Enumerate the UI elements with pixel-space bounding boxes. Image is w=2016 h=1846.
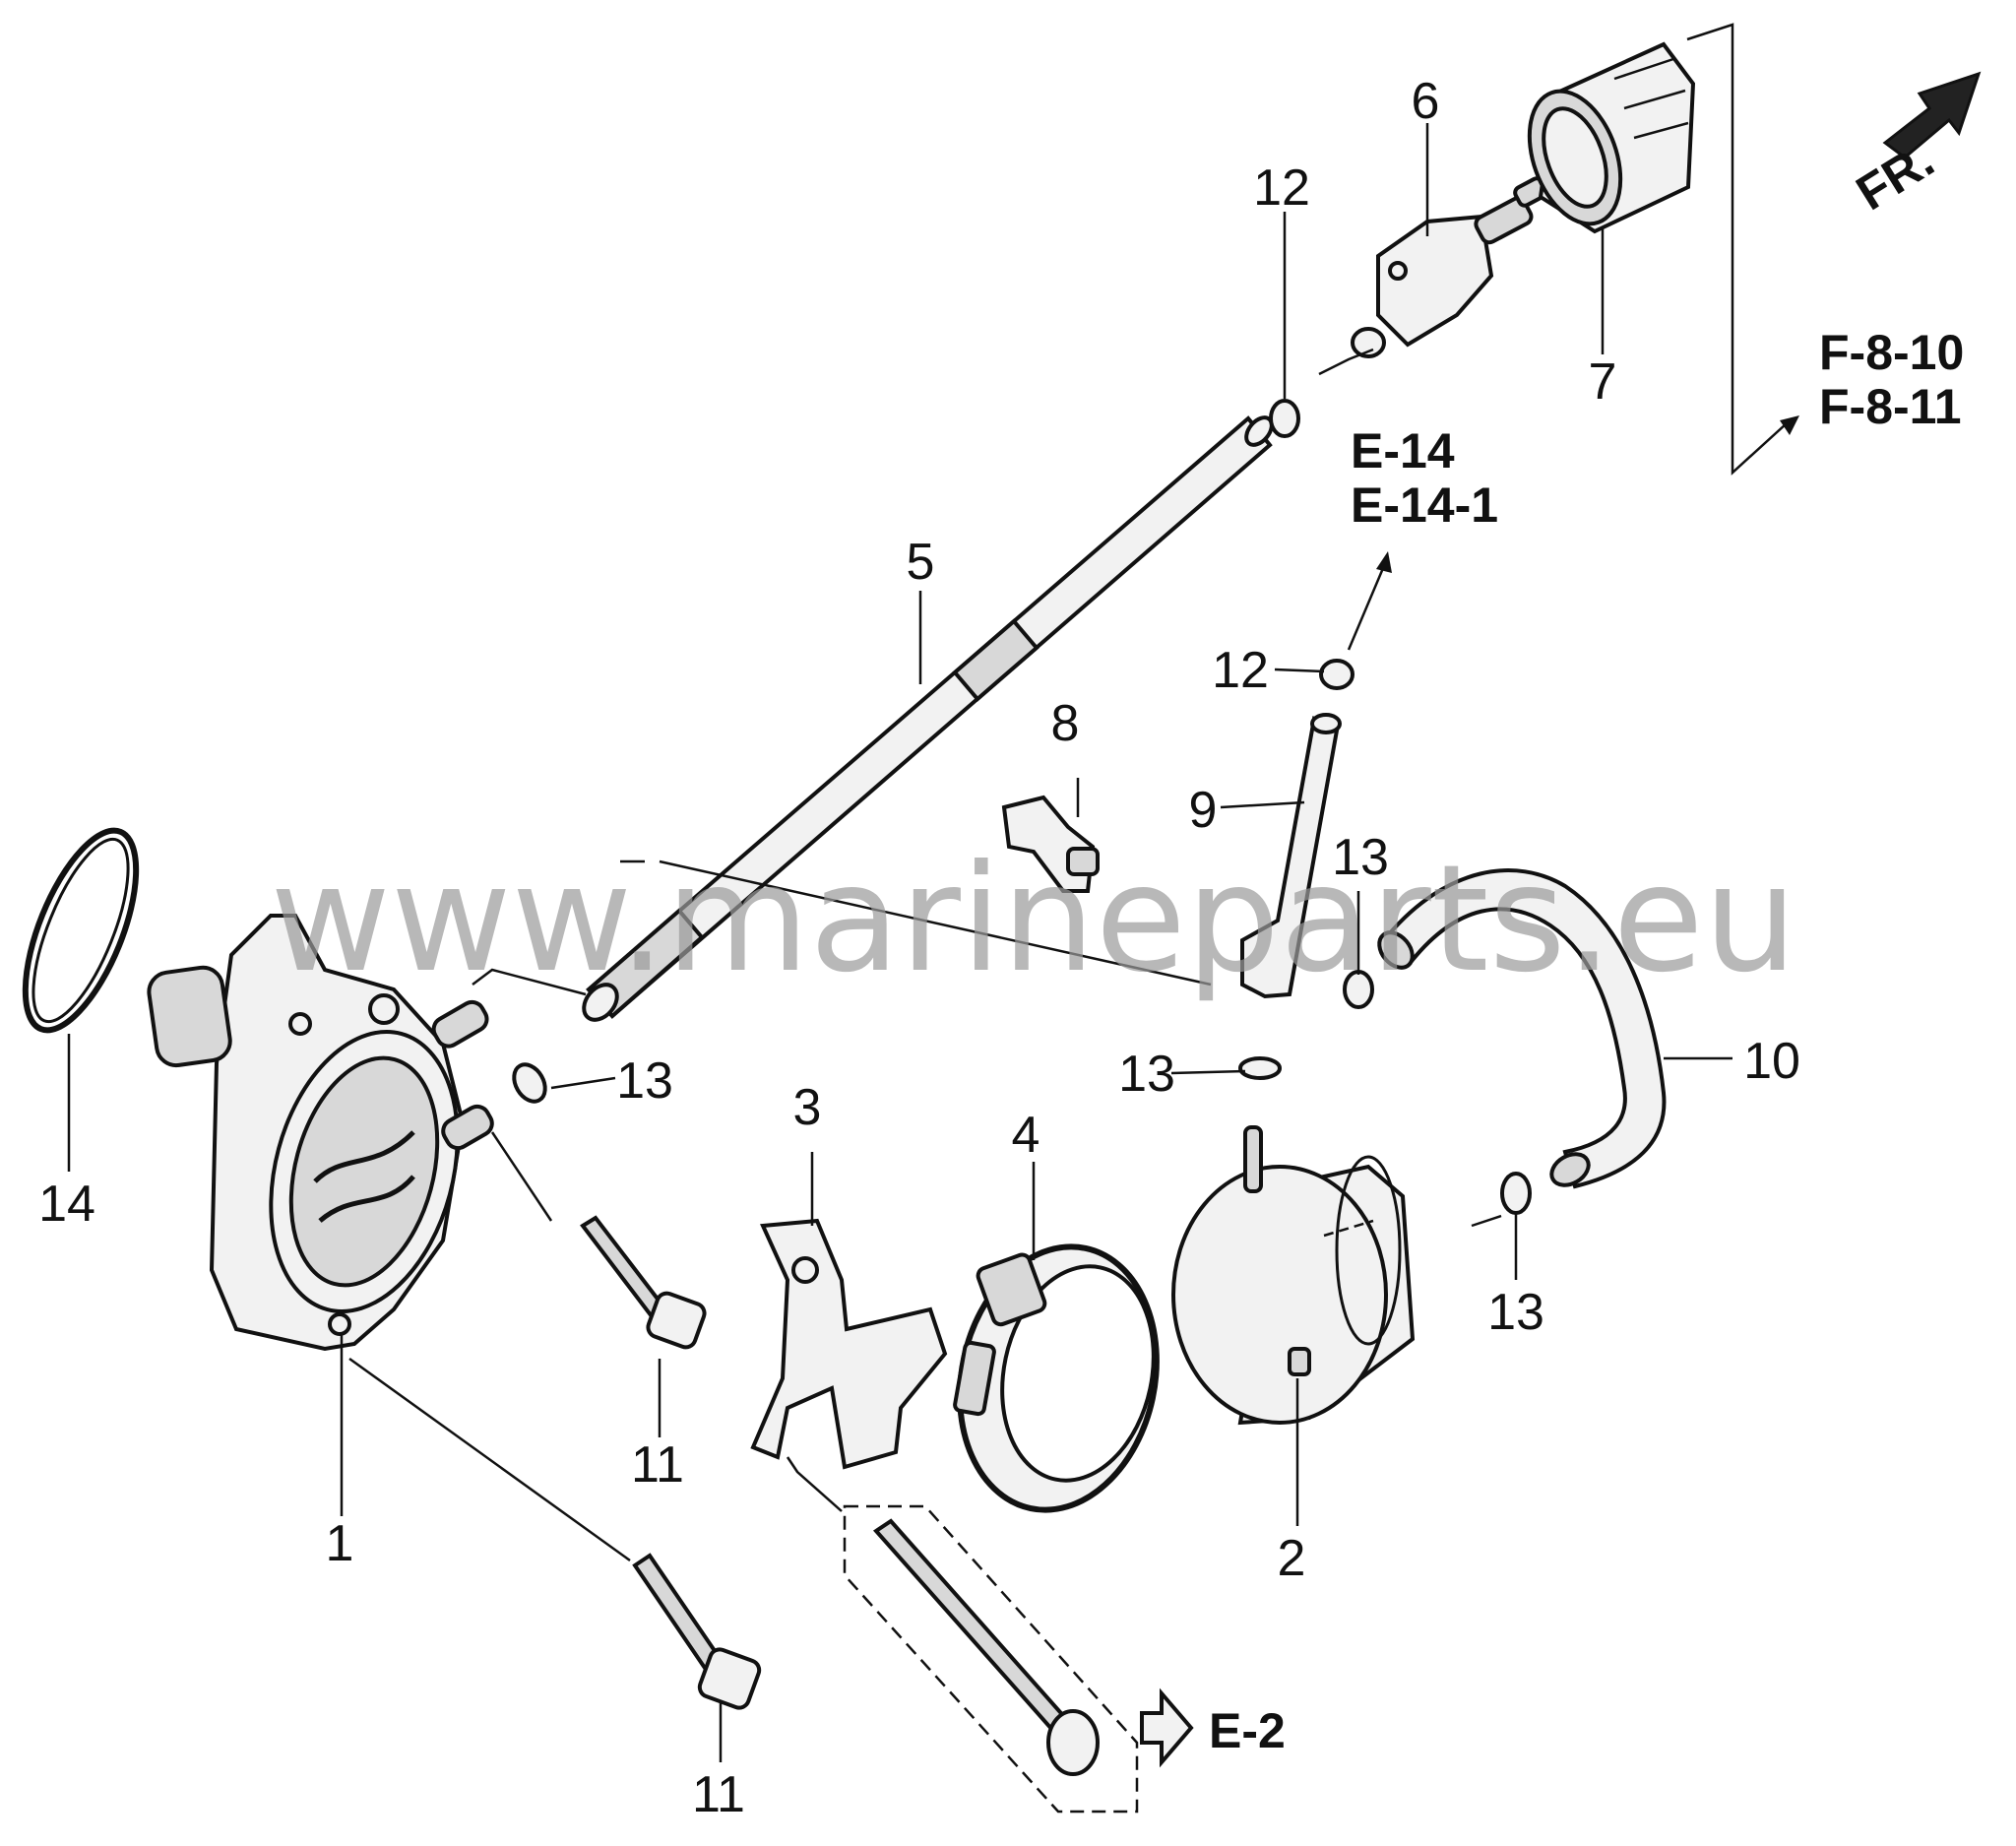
clip-part-13: [512, 970, 1532, 1215]
callout-4: 4: [1012, 1107, 1040, 1164]
callout-5: 5: [907, 534, 935, 591]
fitting-part-6: [1351, 176, 1548, 358]
front-label: FR.: [1847, 132, 1943, 221]
bolt-part-11-upper: [580, 1215, 707, 1350]
callout-12-upper: 12: [1253, 159, 1310, 217]
ref-e-2: E-2: [1209, 1703, 1286, 1758]
hose-part-10: [1377, 868, 1667, 1189]
callout-10: 10: [1743, 1033, 1800, 1090]
bolt-part-11-lower: [632, 1553, 762, 1710]
callout-14: 14: [38, 1176, 95, 1233]
callout-1: 1: [326, 1515, 354, 1572]
callout-11-upper: 11: [631, 1436, 684, 1494]
ref-f-8-11: F-8-11: [1819, 379, 1962, 434]
clamp-part-4: [953, 1243, 1160, 1513]
callout-6: 6: [1412, 73, 1440, 130]
cylinder-part-2: [1171, 1125, 1416, 1426]
clip-part-12: [1269, 399, 1354, 690]
strainer-part-7: [1527, 41, 1696, 234]
watermark: www.marineparts.eu: [270, 834, 1797, 1005]
bracket-part-3: [750, 1218, 948, 1470]
ref-e-14: E-14: [1351, 423, 1455, 478]
callout-3: 3: [793, 1079, 822, 1136]
ref-e-14-1: E-14-1: [1351, 477, 1498, 533]
callout-13-center: 13: [1118, 1046, 1175, 1103]
e2-reference-group: [843, 1504, 1194, 1814]
hose-part-9: [1240, 713, 1342, 999]
clip-part-8: [1001, 795, 1100, 893]
callout-2: 2: [1278, 1530, 1306, 1587]
callout-13-pipe: 13: [616, 1052, 673, 1110]
housing-part-1: [147, 914, 494, 1352]
callout-7: 7: [1589, 353, 1617, 411]
callout-9: 9: [1189, 782, 1218, 839]
front-arrow-icon: [1882, 71, 1982, 159]
callout-13-upper: 13: [1332, 829, 1389, 886]
leader-lines: [67, 23, 1799, 1762]
callout-11-lower: 11: [692, 1766, 745, 1823]
callout-12-lower: 12: [1212, 642, 1269, 699]
pipe-part-5: [582, 415, 1274, 1022]
ref-f-8-10: F-8-10: [1819, 325, 1964, 380]
callout-8: 8: [1051, 695, 1080, 752]
o-ring-part-14: [22, 827, 140, 1034]
callout-13-right: 13: [1487, 1284, 1544, 1341]
